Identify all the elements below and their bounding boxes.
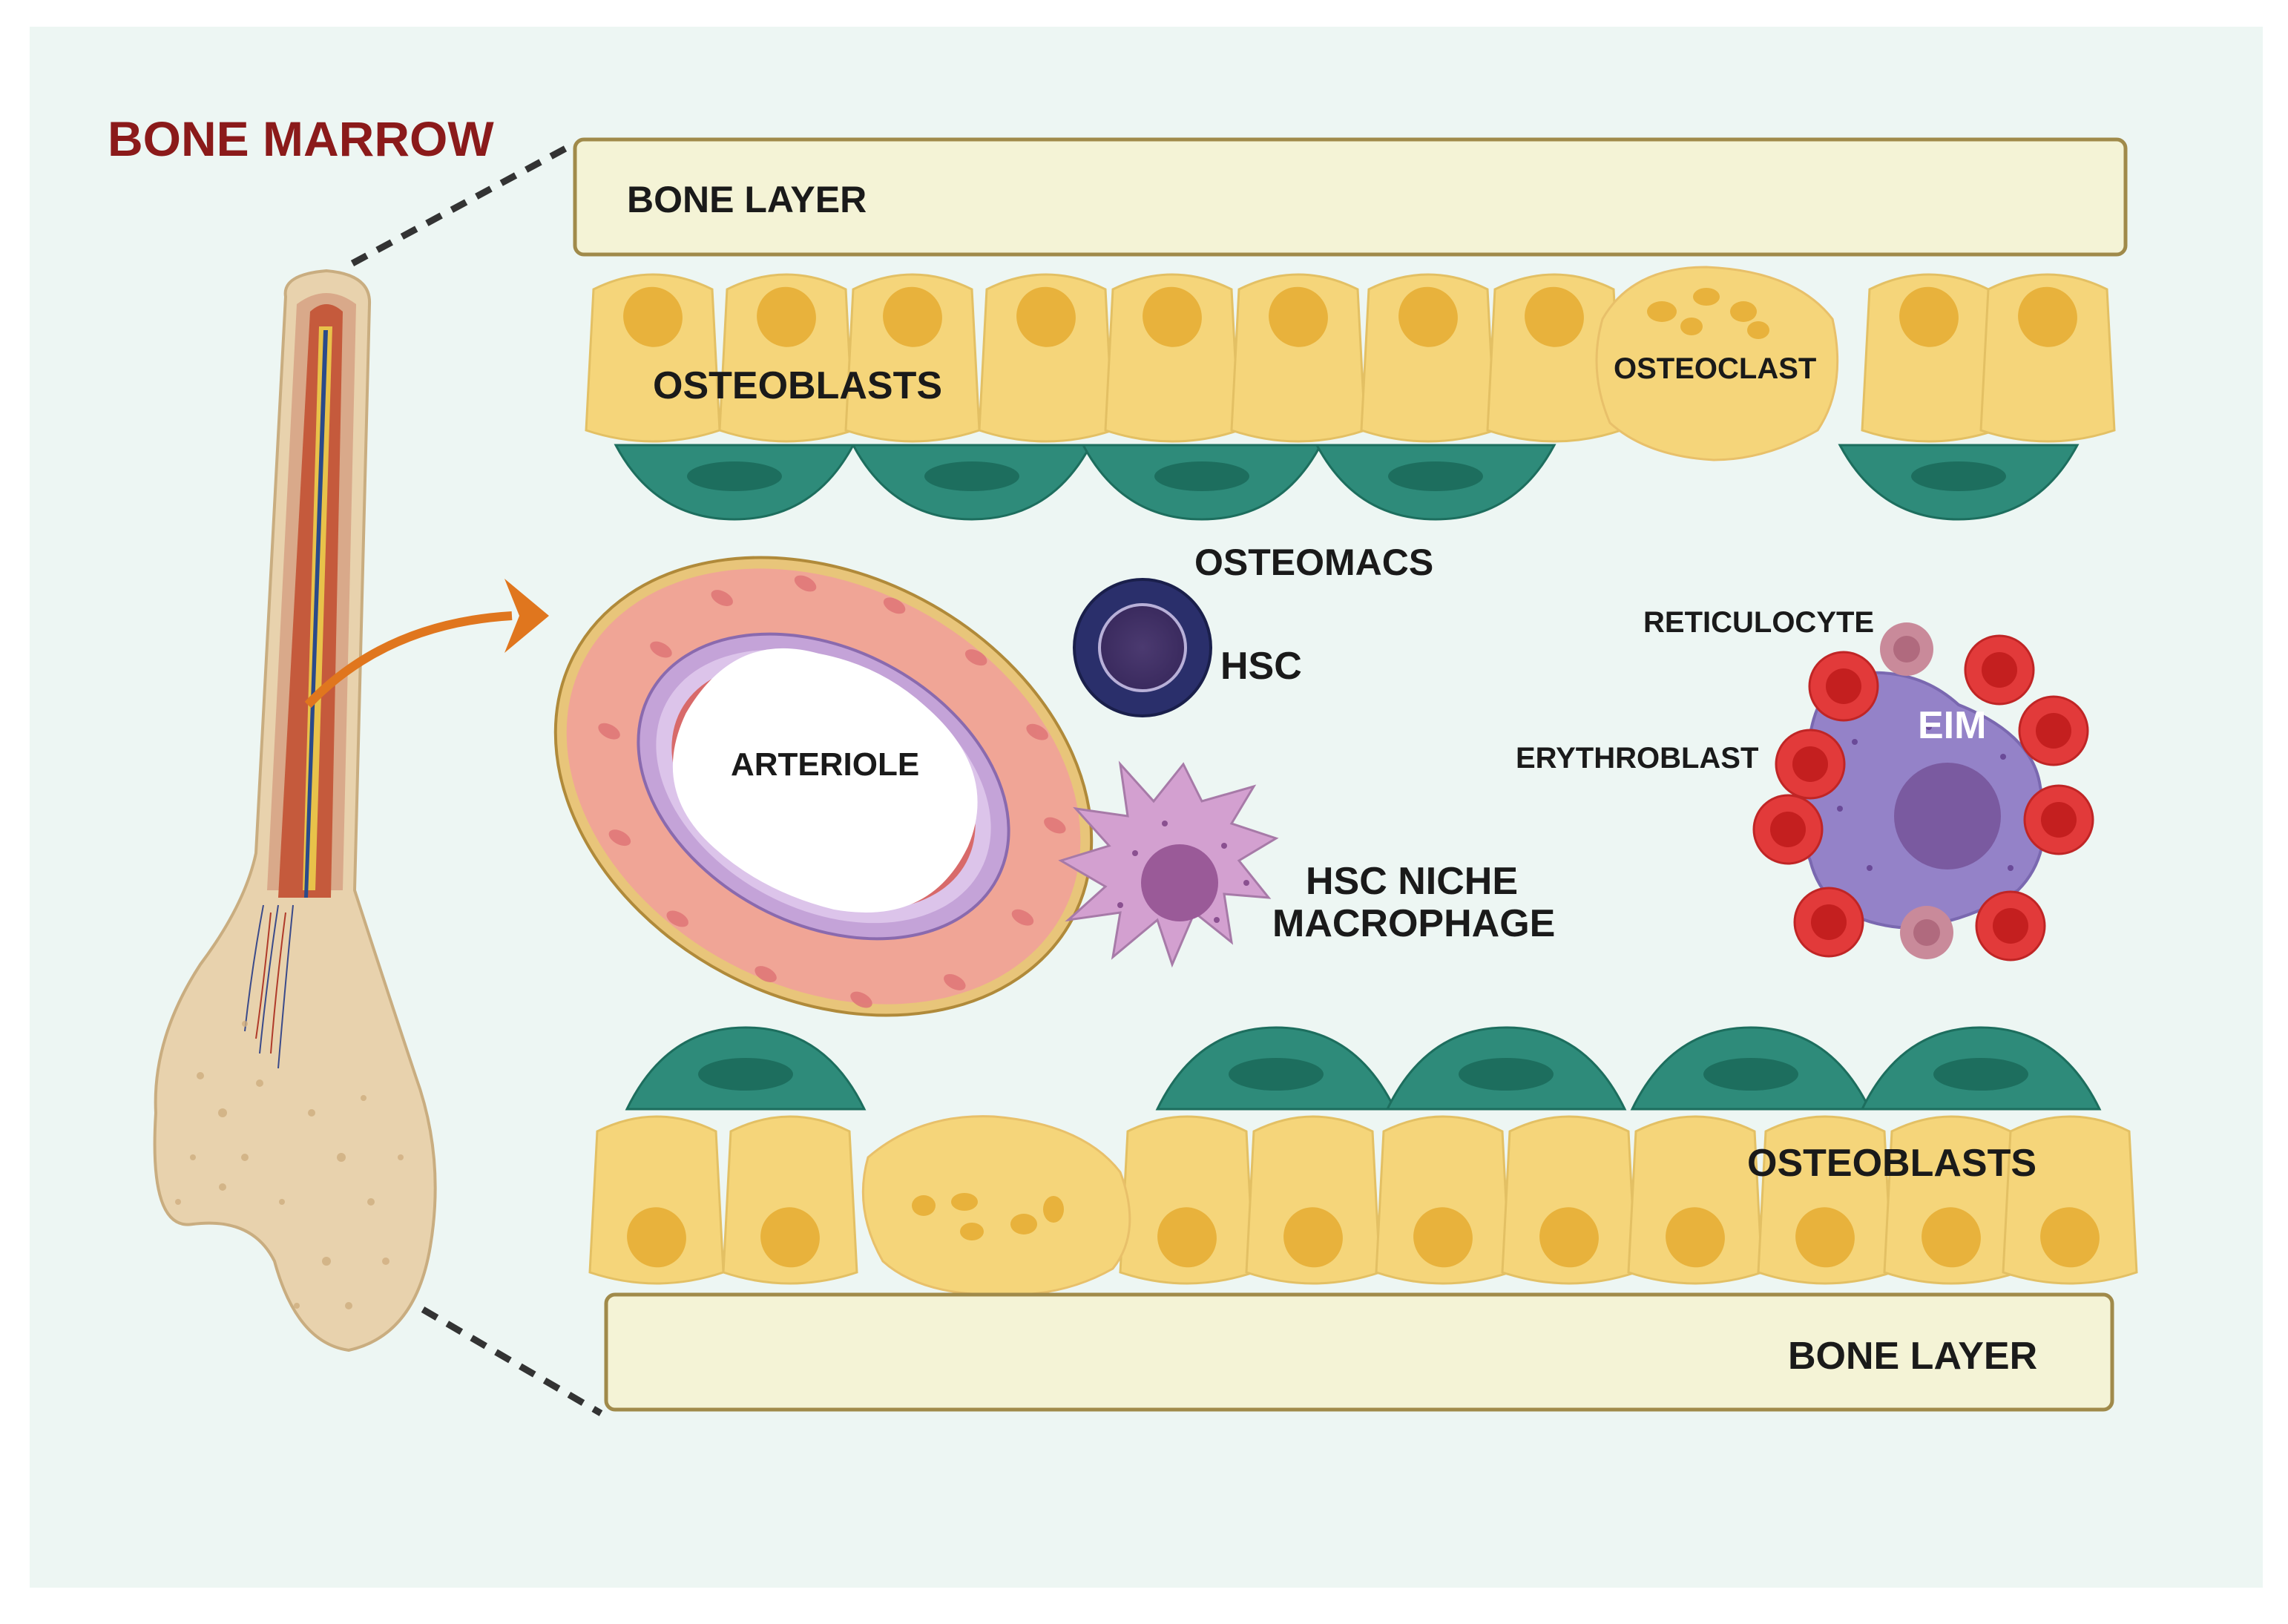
- osteomac-cell: [1838, 444, 2080, 521]
- osteomac-cell: [1081, 444, 1323, 521]
- osteoclast-bottom: [861, 1115, 1131, 1297]
- osteoblast-cell: [1375, 1115, 1511, 1285]
- erythroblast-cell: [1775, 729, 1846, 800]
- osteomacs-bottom-row: [625, 1026, 2102, 1111]
- hsc-niche-label-line1: HSC NICHE: [1306, 860, 1518, 903]
- erythroblast-label: ERYTHROBLAST: [1516, 742, 1758, 775]
- reticulocyte-bottom: [1900, 906, 1953, 959]
- osteoblast-cell: [1230, 273, 1367, 443]
- osteoblast-cell: [978, 273, 1114, 443]
- reticulocyte-top: [1880, 622, 1933, 676]
- diagram-title: BONE MARROW: [108, 111, 494, 166]
- osteomac-cell: [1315, 444, 1556, 521]
- osteoblast-cell: [1979, 273, 2116, 443]
- osteomac-cell: [625, 1026, 867, 1111]
- bone-layer-bottom-label: BONE LAYER: [1788, 1335, 2037, 1378]
- osteoblast-cell: [1757, 1115, 1893, 1285]
- osteomac-cell: [1630, 1026, 1872, 1111]
- erythroblast-cell: [1964, 634, 2035, 706]
- erythroblast-cell: [1752, 794, 1824, 865]
- osteoclast-label: OSTEOCLAST: [1614, 352, 1816, 385]
- hsc-label: HSC: [1220, 645, 1302, 688]
- bone-layer-top-label: BONE LAYER: [627, 179, 867, 220]
- erythroblast-cell: [2018, 695, 2089, 766]
- osteoblast-cell: [718, 273, 855, 443]
- osteoblast-cell: [2002, 1115, 2138, 1285]
- osteoblast-cell: [1486, 273, 1623, 443]
- osteoblast-cell: [844, 273, 981, 443]
- osteomac-cell: [614, 444, 855, 521]
- bone-layer-top: [573, 137, 2128, 257]
- osteoblast-cell: [1119, 1115, 1255, 1285]
- osteoblast-cell: [1501, 1115, 1637, 1285]
- femur-bone: [153, 269, 437, 1352]
- erythroblasts-group: [1752, 634, 2094, 961]
- eim-label: EIM: [1918, 704, 1986, 747]
- osteoblast-cell: [1245, 1115, 1381, 1285]
- osteoblast-cell: [1861, 273, 1997, 443]
- reticulocyte-label: RETICULOCYTE: [1643, 606, 1874, 639]
- zoom-line-top: [350, 142, 573, 266]
- osteomac-cell: [1860, 1026, 2102, 1111]
- erythroblast-cell: [2023, 784, 2094, 855]
- osteomac-cell: [851, 444, 1093, 521]
- zoom-line-bottom: [421, 1306, 603, 1416]
- osteoblasts-bottom-row: [588, 1115, 2138, 1285]
- orange-arrow-icon: [304, 579, 549, 709]
- osteoblast-cell: [588, 1115, 725, 1285]
- osteomacs-label: OSTEOMACS: [1194, 542, 1433, 583]
- osteoblast-cell: [1360, 273, 1496, 443]
- hsc-niche-macrophage: [1058, 760, 1279, 968]
- hsc-niche-label-line2: MACROPHAGE: [1272, 902, 1555, 945]
- osteoblasts-top-row: [585, 273, 2116, 443]
- arteriole-label: ARTERIOLE: [731, 746, 919, 783]
- erythroblast-cell: [1793, 887, 1864, 958]
- erythroblast-cell: [1975, 890, 2046, 961]
- arteriole: [553, 556, 1094, 1017]
- osteoblast-cell: [722, 1115, 858, 1285]
- osteoblasts-top-label: OSTEOBLASTS: [653, 364, 942, 407]
- erythroblast-cell: [1808, 651, 1879, 722]
- hsc-cell: [1073, 578, 1212, 717]
- osteoblasts-bottom-label: OSTEOBLASTS: [1747, 1142, 2036, 1185]
- osteomacs-top-row: [614, 444, 2080, 521]
- osteomac-cell: [1155, 1026, 1397, 1111]
- osteoblast-cell: [585, 273, 721, 443]
- bone-layer-bottom: [604, 1292, 2114, 1412]
- eim-cell: [1794, 671, 2046, 930]
- osteoclast-top: [1595, 266, 1839, 461]
- osteomac-cell: [1385, 1026, 1627, 1111]
- osteoblast-cell: [1627, 1115, 1763, 1285]
- osteoblast-cell: [1104, 273, 1240, 443]
